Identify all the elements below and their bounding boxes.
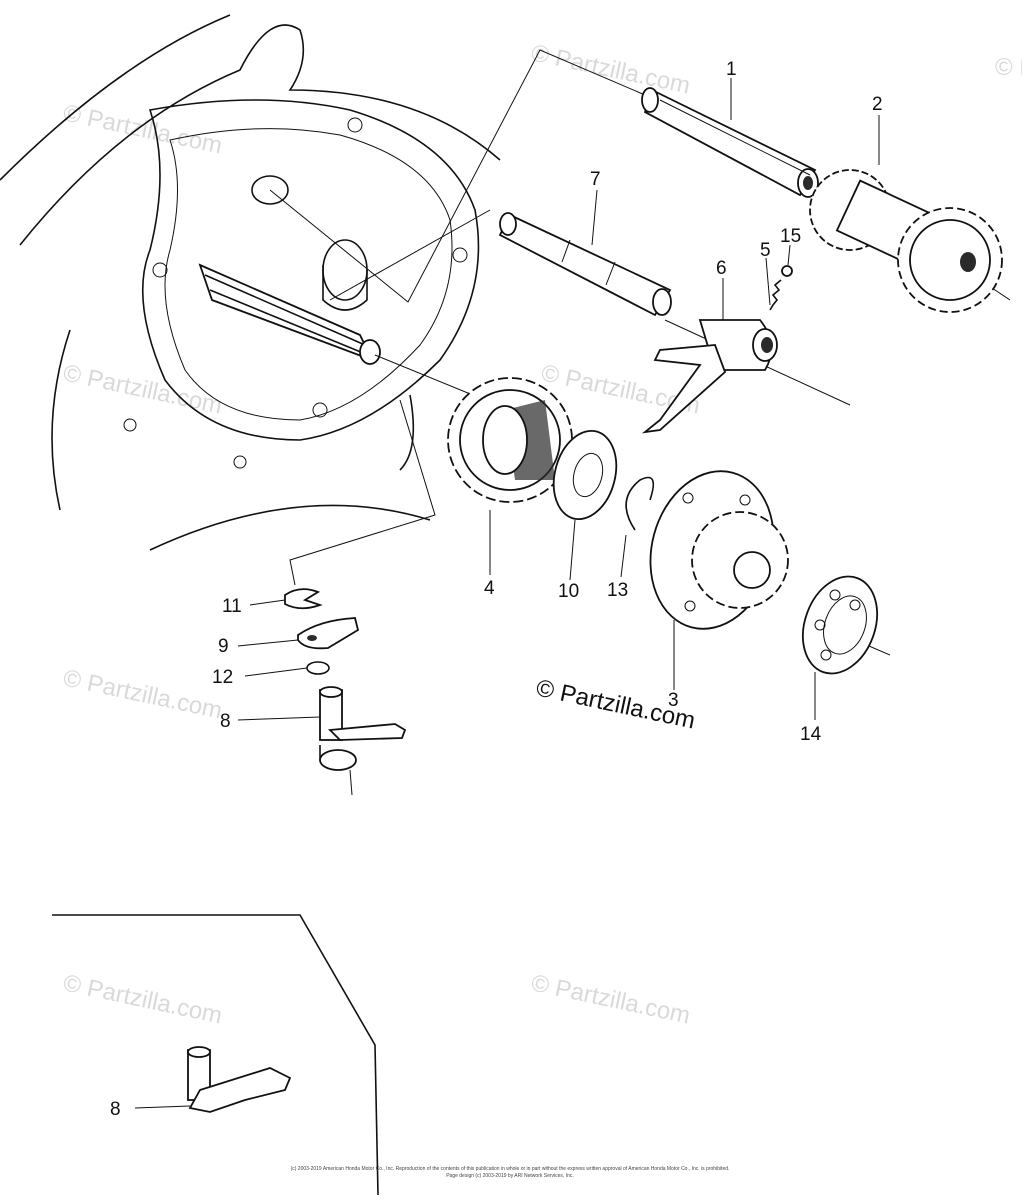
watermark: © Partzilla.com xyxy=(61,969,225,1029)
callout-8: 8 xyxy=(220,711,231,732)
callout-11: 11 xyxy=(222,596,242,617)
callout-5: 5 xyxy=(760,240,771,261)
part-10-washer xyxy=(552,429,618,521)
part-9-plate xyxy=(297,617,360,650)
part-13-snap-ring xyxy=(625,476,655,531)
watermark: © Partzilla.com xyxy=(529,969,693,1029)
watermark: © Partzilla.com xyxy=(61,664,225,724)
inset-part-8-shift-arm xyxy=(134,1046,292,1113)
footer-page-design: Page design (c) 2003-2019 by ARI Network… xyxy=(446,1173,574,1179)
footer-copyright: (c) 2003-2019 American Honda Motor Co., … xyxy=(291,1166,730,1172)
part-6-shift-fork xyxy=(641,319,778,434)
part-14-bearing xyxy=(802,575,878,675)
callout-4: 4 xyxy=(484,578,495,599)
leader-lines xyxy=(269,49,1011,796)
callout-14: 14 xyxy=(800,724,822,745)
callout-6: 6 xyxy=(716,258,727,279)
crankcase-cover xyxy=(0,14,501,551)
callout-labels: 1 2 3 4 5 6 7 8 9 10 11 12 13 14 15 8 xyxy=(110,59,883,1120)
callout-9: 9 xyxy=(218,636,229,657)
callout-7: 7 xyxy=(590,169,601,190)
part-12-o-ring xyxy=(306,661,330,675)
callout-10: 10 xyxy=(558,581,579,602)
callout-15: 15 xyxy=(780,226,801,247)
part-2-cluster-gear xyxy=(809,169,1003,313)
part-15-ball xyxy=(781,265,793,277)
part-11-clip xyxy=(284,588,323,610)
part-8-shift-arm xyxy=(319,686,407,771)
part-7-fork-shaft xyxy=(498,212,672,317)
inset-frame xyxy=(52,914,379,1196)
callout-13: 13 xyxy=(607,580,628,601)
callout-8-inset: 8 xyxy=(110,1099,121,1120)
part-4-gear xyxy=(447,377,573,503)
callout-2: 2 xyxy=(872,94,883,115)
watermark: © Partzilla.com xyxy=(995,54,1022,81)
part-1-shaft xyxy=(641,87,819,198)
callout-leaders xyxy=(237,78,880,721)
part-5-spring xyxy=(769,279,782,311)
watermark: © Partzilla.com xyxy=(61,359,225,419)
callout-3: 3 xyxy=(668,690,679,711)
case-shaft xyxy=(198,263,381,365)
callout-12: 12 xyxy=(212,667,233,688)
watermark: © Partzilla.com xyxy=(61,99,225,159)
part-3-flange-gear xyxy=(649,470,789,630)
callout-1: 1 xyxy=(726,59,737,80)
watermark: © Partzilla.com xyxy=(529,39,693,99)
copyright-watermark: © Partzilla.com xyxy=(534,674,698,734)
